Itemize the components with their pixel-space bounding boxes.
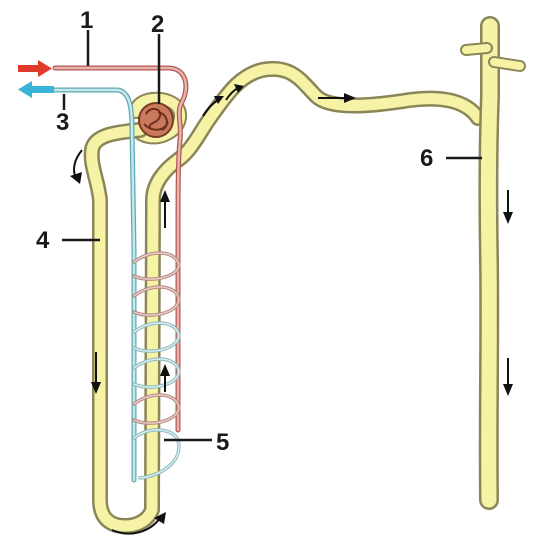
- glomerulus: [139, 103, 173, 137]
- flow-arrowhead: [503, 212, 513, 224]
- callout-label-1: 1: [80, 7, 93, 34]
- arterial-inflow-arrow: [18, 60, 52, 77]
- flow-arrowhead: [160, 364, 170, 376]
- nephron-tubule: [92, 26, 520, 526]
- flow-arrowhead: [70, 172, 82, 184]
- callout-label-6: 6: [420, 145, 433, 172]
- callout-label-4: 4: [36, 227, 50, 254]
- callout-label-5: 5: [216, 429, 229, 456]
- venous-outflow-arrow: [18, 81, 54, 98]
- flow-arrowhead: [503, 384, 513, 396]
- callout-label-3: 3: [56, 109, 69, 136]
- callout-label-2: 2: [151, 11, 164, 38]
